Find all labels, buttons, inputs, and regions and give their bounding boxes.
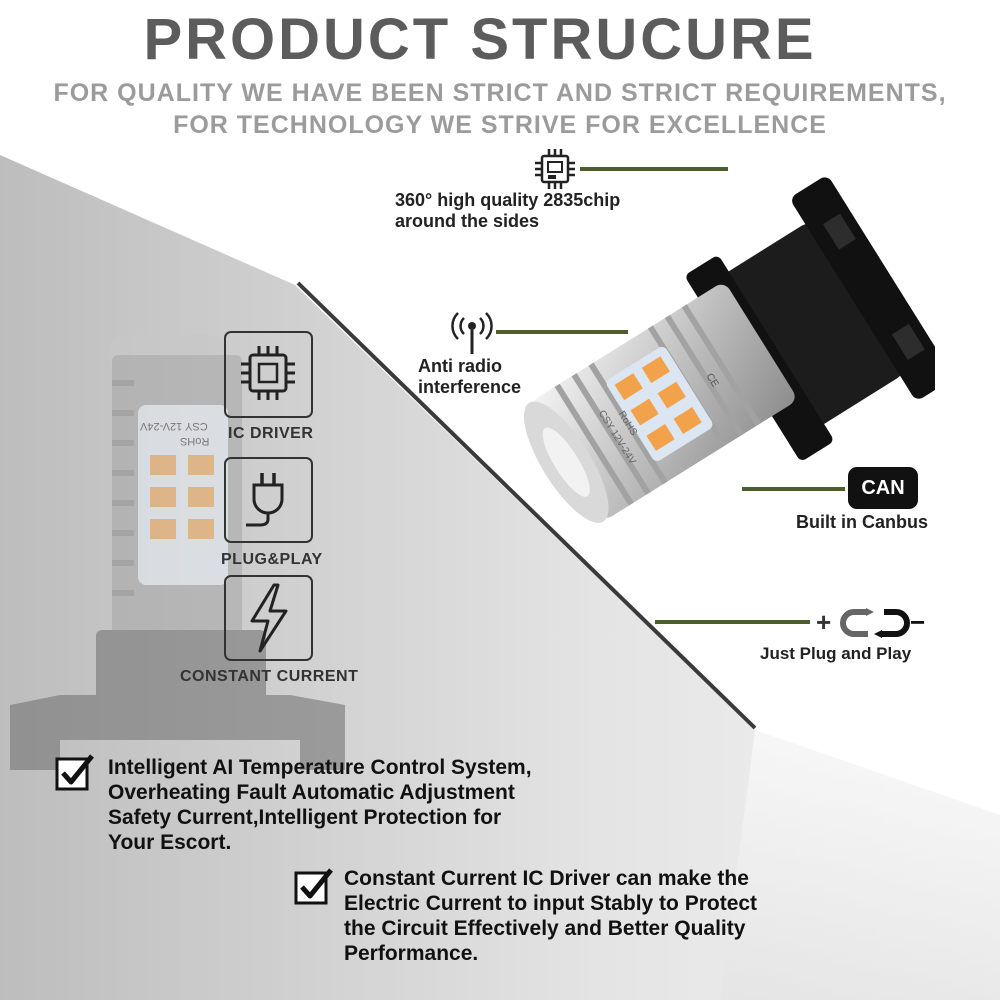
checklist-item-1: Intelligent AI Temperature Control Syste… [108, 755, 532, 855]
faded-bulb-voltage-label: CSY 12V-24V [140, 420, 208, 432]
plug-play-label: PLUG&PLAY [221, 551, 323, 568]
radio-feature-text: Anti radio interference [418, 356, 521, 398]
chip-leader-line [580, 167, 728, 171]
radio-leader-line [496, 330, 628, 334]
page-title: PRODUCT STRUCURE [143, 7, 817, 72]
subtitle-line-2: FOR TECHNOLOGY WE STRIVE FOR EXCELLENCE [173, 111, 827, 139]
faded-bulb-image [10, 335, 345, 770]
checklist-item-1-line-1: Intelligent AI Temperature Control Syste… [108, 756, 532, 779]
checklist-item-2: Constant Current IC Driver can make the … [344, 866, 757, 966]
diagonal-divider [296, 281, 757, 730]
chip-icon [535, 149, 575, 189]
ic-driver-icon-box [224, 331, 313, 418]
chip-feature-line-2: around the sides [395, 211, 540, 231]
minus-sign: − [910, 607, 926, 637]
canbus-leader-line [742, 487, 845, 491]
checkbox-checked-icon [55, 754, 94, 791]
checklist-item-1-line-4: Your Escort. [108, 831, 232, 854]
plug-icon [246, 473, 284, 527]
faded-bulb-rohs-label: RoHS [180, 435, 210, 447]
can-badge: CAN [848, 467, 918, 509]
canbus-label: Built in Canbus [796, 512, 928, 532]
checklist-item-1-line-3: Safety Current,Intelligent Protection fo… [108, 806, 502, 829]
plug-leader-line [655, 620, 810, 624]
checkbox-checked-icon [294, 868, 333, 905]
checklist-item-1-line-2: Overheating Fault Automatic Adjustment [108, 781, 515, 804]
checklist-item-2-line-2: Electric Current to input Stably to Prot… [344, 892, 758, 915]
radio-feature-line-2: interference [418, 377, 522, 397]
plug-play-icon-box [224, 457, 313, 543]
connector-icon [840, 608, 910, 638]
checklist-item-2-line-4: Performance. [344, 942, 479, 965]
constant-current-icon-box [224, 575, 313, 661]
antenna-icon [451, 312, 493, 354]
checklist-item-2-line-1: Constant Current IC Driver can make the [344, 867, 749, 890]
chip-feature-line-1: 360° high quality 2835chip [395, 190, 621, 210]
subtitle-line-1: FOR QUALITY WE HAVE BEEN STRICT AND STRI… [53, 79, 947, 107]
ic-chip-icon [241, 346, 295, 400]
checklist-item-2-line-3: the Circuit Effectively and Better Quali… [344, 917, 746, 940]
plus-sign: + [816, 607, 832, 637]
constant-current-label: CONSTANT CURRENT [180, 668, 359, 685]
lightning-bolt-icon [250, 583, 288, 653]
led-bulb-image [523, 177, 935, 523]
radio-feature-line-1: Anti radio [418, 356, 502, 376]
lower-right-shade [720, 730, 1000, 1000]
plug-and-play-label: Just Plug and Play [760, 644, 912, 663]
chip-feature-text: 360° high quality 2835chip around the si… [395, 190, 620, 232]
ic-driver-label: IC DRIVER [228, 425, 314, 442]
